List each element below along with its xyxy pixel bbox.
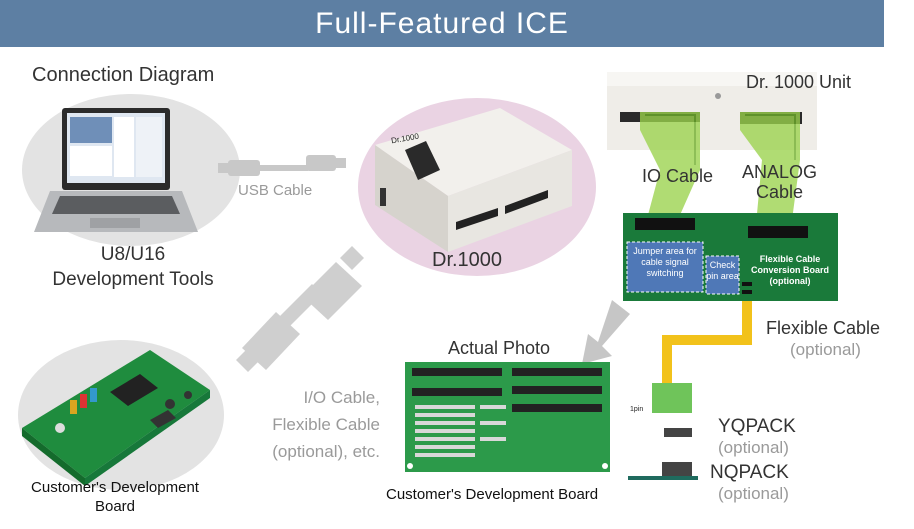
jumper-area-label: Jumper area for cable signal switching — [633, 246, 697, 278]
unit-label: Dr. 1000 Unit — [746, 72, 852, 92]
io-cable-green — [640, 112, 700, 215]
page-title: Full-Featured ICE — [315, 7, 569, 40]
conversion-board-title-line2: Conversion Board — [750, 265, 829, 275]
yqpack-sub: (optional) — [718, 438, 789, 457]
laptop-caption-line1: U8/U16 — [100, 244, 166, 265]
dr1000-label: Dr.1000 — [432, 249, 503, 271]
laptop-caption-line2: Development Tools — [52, 269, 214, 290]
usb-cable-icon — [218, 155, 346, 176]
customer-board-left-icon — [22, 350, 210, 486]
page-title-banner: Full-Featured ICE — [0, 0, 884, 47]
analog-cable-green — [740, 112, 800, 235]
customer-board-left-caption: Customer's Development Board — [10, 478, 220, 516]
io-cable-note: I/O Cable, Flexible Cable (optional), et… — [258, 384, 380, 465]
usb-cable-label: USB Cable — [238, 182, 313, 199]
nqpack-label: NQPACK — [710, 462, 789, 483]
analog-cable-label: ANALOG Cable — [742, 162, 817, 202]
grey-arrow-icon — [582, 300, 630, 364]
dr1000-box-icon — [375, 108, 572, 252]
analog-cable-label-line2: Cable — [756, 182, 804, 202]
io-cable-note-line2: Flexible Cable — [272, 415, 380, 434]
yqpack-adapter-board — [652, 383, 692, 413]
io-cable-note-line3: (optional), etc. — [272, 442, 380, 461]
analog-cable-label-line1: ANALOG — [742, 162, 818, 182]
nqpack-sub: (optional) — [718, 484, 789, 503]
io-cable-label: IO Cable — [642, 166, 714, 186]
pin-label: 1pin — [630, 406, 644, 413]
conversion-board-title-line1: Flexible Cable — [759, 254, 821, 264]
io-cable-note-line1: I/O Cable, — [303, 388, 380, 407]
yqpack-part — [664, 428, 692, 437]
conversion-board-title: Flexible Cable Conversion Board (optiona… — [744, 254, 836, 287]
customer-board-left-line1: Customer's Development — [31, 479, 199, 496]
flexible-cable-sub: (optional) — [790, 340, 861, 359]
customer-board-left-line2: Board — [94, 498, 136, 515]
conversion-board-title-line3: (optional) — [769, 276, 811, 286]
nqpack-line — [628, 476, 698, 480]
yqpack-label: YQPACK — [718, 416, 796, 437]
flexible-cable-yellow — [662, 301, 752, 383]
check-pin-area-label: Check pin area — [706, 260, 739, 281]
flexible-cable-label: Flexible Cable — [766, 318, 881, 338]
connection-diagram-heading: Connection Diagram — [32, 64, 215, 86]
customer-board-photo-caption: Customer's Development Board — [386, 486, 599, 503]
nqpack-part — [662, 462, 692, 476]
customer-board-photo — [405, 362, 610, 472]
actual-photo-label: Actual Photo — [448, 338, 551, 358]
conversion-board — [623, 213, 838, 301]
laptop-icon — [34, 108, 198, 232]
laptop-caption: U8/U16 Development Tools — [38, 242, 228, 292]
io-cable-grey-icon — [236, 246, 364, 372]
